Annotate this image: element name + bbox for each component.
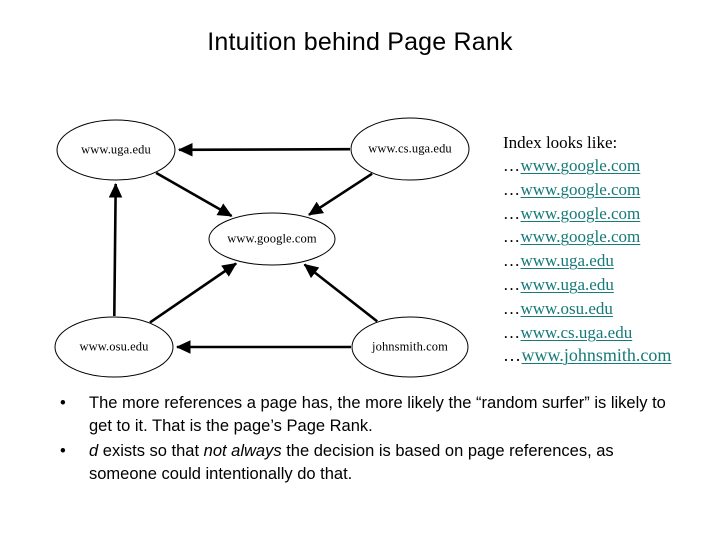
index-entry-link[interactable]: www.osu.edu xyxy=(520,298,613,318)
index-entry: …www.uga.edu xyxy=(500,273,718,297)
bullet-list: • The more references a page has, the mor… xyxy=(52,392,672,486)
bullet-item: • The more references a page has, the mor… xyxy=(52,392,672,438)
graph-node-google[interactable]: www.google.com xyxy=(208,212,336,266)
bullet-text-run: the decision is based on page references… xyxy=(89,442,614,483)
index-entry-ellipsis: … xyxy=(503,274,521,294)
graph-node-csuga[interactable]: www.cs.uga.edu xyxy=(350,117,470,181)
index-entry: …www.uga.edu xyxy=(500,249,718,273)
index-entry: …www.google.com xyxy=(500,154,718,178)
edge-csuga-to-uga xyxy=(177,142,351,157)
index-entry: …www.osu.edu xyxy=(500,297,718,321)
edge-uga-to-google xyxy=(155,171,233,218)
node-ellipse-osu xyxy=(54,316,174,378)
index-entry-ellipsis: … xyxy=(503,179,521,199)
graph-node-osu[interactable]: www.osu.edu xyxy=(54,316,174,378)
bullet-marker-icon: • xyxy=(60,394,66,412)
index-heading: Index looks like: xyxy=(503,133,618,152)
index-entry: …www.google.com xyxy=(500,202,718,226)
edge-osu-to-google xyxy=(149,262,237,324)
node-label-uga: www.uga.edu xyxy=(81,142,151,156)
index-entry-link[interactable]: www.google.com xyxy=(520,203,641,223)
node-label-johnsmith: johnsmith.com xyxy=(371,339,448,353)
bullet-item: • d exists so that not always the decisio… xyxy=(52,440,672,486)
node-ellipse-csuga xyxy=(350,117,470,181)
bullet-marker-icon: • xyxy=(60,442,66,460)
index-entry-link[interactable]: www.johnsmith.com xyxy=(521,345,672,366)
index-entry-link[interactable]: www.google.com xyxy=(520,179,641,199)
index-entry-link[interactable]: www.google.com xyxy=(520,227,641,247)
bullet-text: The more references a page has, the more… xyxy=(89,394,666,435)
index-entry-ellipsis: … xyxy=(503,345,522,366)
index-entry-link[interactable]: www.uga.edu xyxy=(520,274,614,294)
index-entry-ellipsis: … xyxy=(503,227,521,247)
index-entry-link[interactable]: www.cs.uga.edu xyxy=(520,322,633,342)
node-label-csuga: www.cs.uga.edu xyxy=(368,141,452,155)
page-title: Intuition behind Page Rank xyxy=(207,28,513,56)
index-entry-ellipsis: … xyxy=(503,251,521,271)
node-ellipse-uga xyxy=(56,119,176,181)
node-ellipse-johnsmith xyxy=(351,316,469,378)
index-entry-ellipsis: … xyxy=(503,156,521,175)
edge-johnsmith-to-google xyxy=(303,263,379,323)
node-ellipse-google xyxy=(208,212,336,266)
index-entry-link[interactable]: www.google.com xyxy=(520,156,641,175)
index-entry-ellipsis: … xyxy=(503,203,521,223)
graph-svg: www.uga.edu www.cs.uga.edu www.google.com w… xyxy=(54,117,470,378)
edge-osu-to-uga xyxy=(108,182,123,317)
index-entry-link[interactable]: www.uga.edu xyxy=(520,251,614,271)
index-panel: Index looks like: …www.google.com…www.go… xyxy=(500,131,718,368)
index-entry: …www.cs.uga.edu xyxy=(500,321,718,345)
index-entry: …www.johnsmith.com xyxy=(500,344,718,368)
bullet-text-emphasis: d xyxy=(89,442,99,460)
index-entry: …www.google.com xyxy=(500,225,718,249)
bullet-text-run: The more references a page has, the more… xyxy=(89,394,666,435)
graph-node-johnsmith[interactable]: johnsmith.com xyxy=(351,316,469,378)
node-label-google: www.google.com xyxy=(227,231,317,245)
graph-node-layer: www.uga.edu www.cs.uga.edu www.google.com w… xyxy=(54,117,470,378)
bullet-text: d exists so that not always the decision… xyxy=(89,442,614,483)
bullet-text-run: exists so that xyxy=(98,442,204,460)
index-entry-ellipsis: … xyxy=(503,322,521,342)
index-entry: …www.google.com xyxy=(500,178,718,202)
node-label-osu: www.osu.edu xyxy=(79,339,149,353)
edge-csuga-to-google xyxy=(308,172,373,216)
index-entry-ellipsis: … xyxy=(503,298,521,318)
graph-node-uga[interactable]: www.uga.edu xyxy=(56,119,176,181)
page-rank-graph: www.uga.edu www.cs.uga.edu www.google.com w… xyxy=(54,117,470,378)
index-list: …www.google.com…www.google.com…www.googl… xyxy=(500,154,718,368)
bullet-text-emphasis: not always xyxy=(203,442,282,460)
graph-edge-layer xyxy=(108,142,379,354)
